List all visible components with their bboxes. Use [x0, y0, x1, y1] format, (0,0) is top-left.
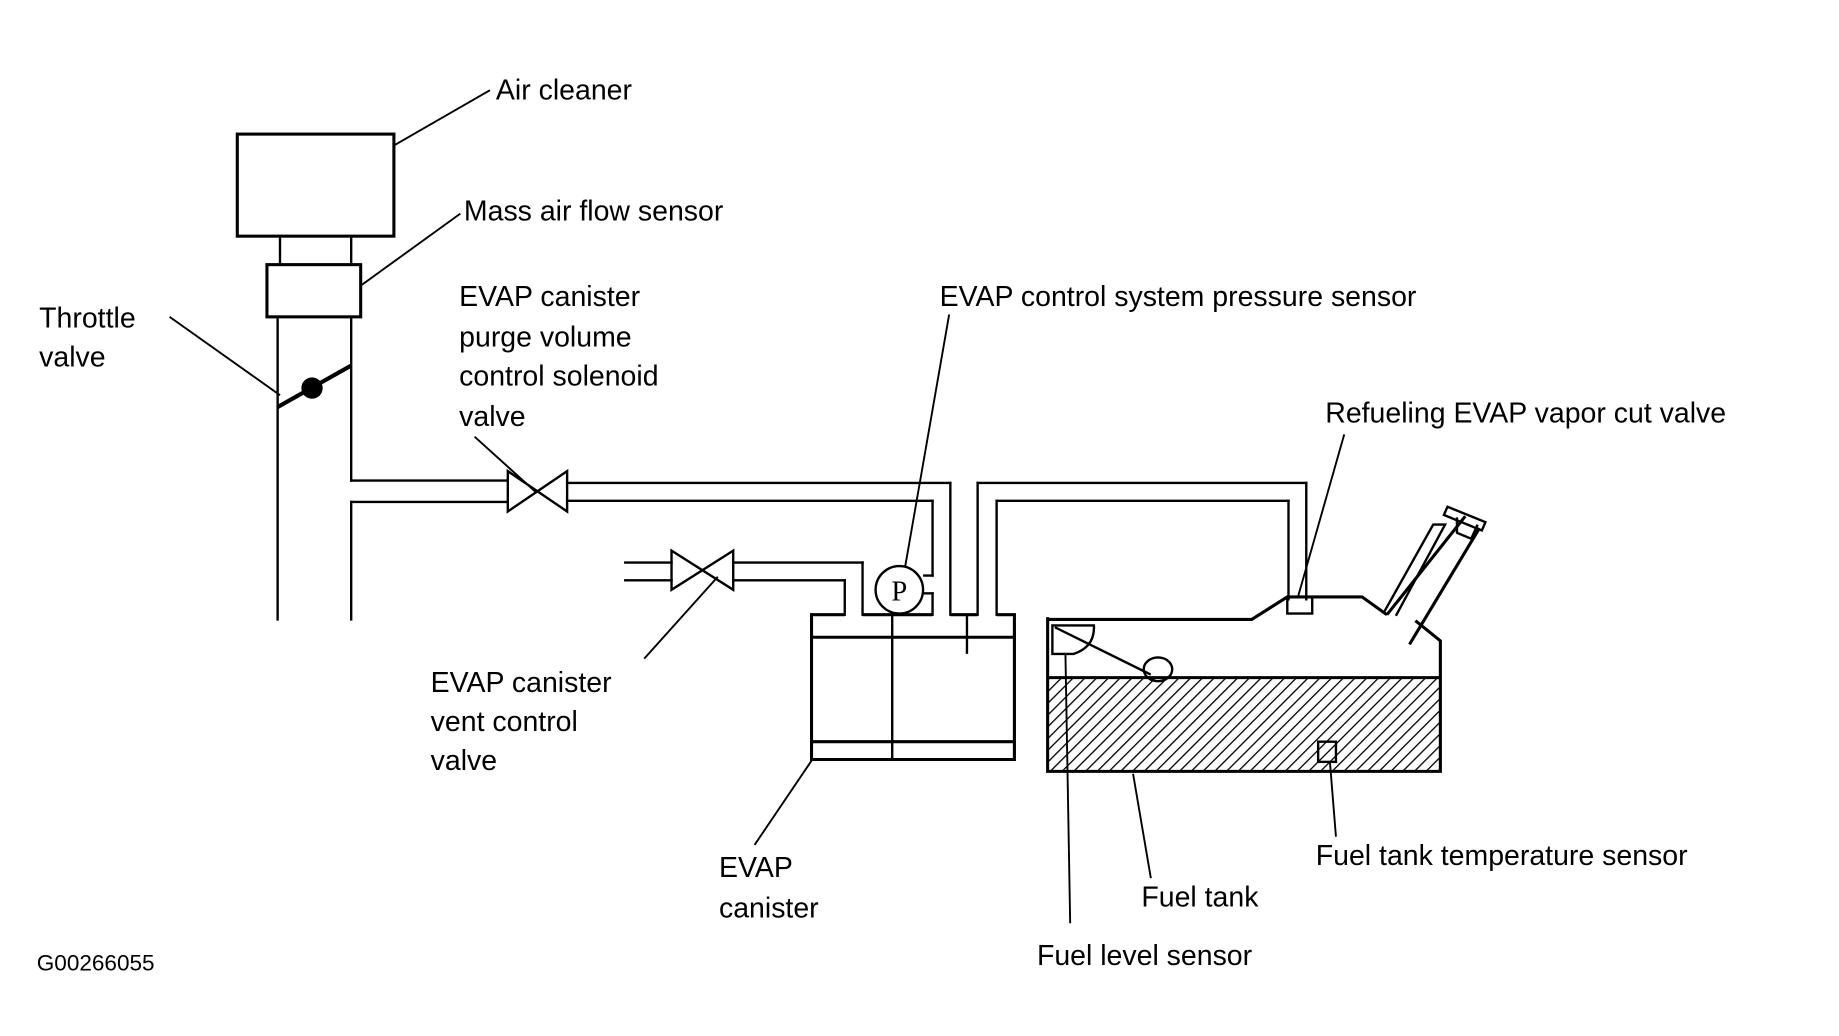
vent-valve-leader	[643, 576, 719, 660]
mass-air-flow-sensor	[265, 212, 461, 319]
air-cleaner-leader	[394, 89, 491, 146]
label-fuel-tank-temp-sensor: Fuel tank temperature sensor	[1316, 840, 1688, 872]
fuel-tank-leader	[1132, 773, 1152, 879]
fuel-tank	[1046, 595, 1442, 879]
label-refueling-cut-valve: Refueling EVAP vapor cut valve	[1325, 397, 1726, 429]
purge-valve-leader	[473, 436, 537, 494]
label-air-cleaner: Air cleaner	[496, 75, 632, 107]
label-vent-valve-line1: EVAP canister	[431, 667, 612, 699]
purge-line	[350, 479, 952, 616]
label-evap-canister-line2: canister	[719, 892, 819, 924]
fuel-tank-temperature-sensor	[1316, 740, 1338, 837]
label-throttle-valve-line2: valve	[39, 342, 105, 374]
label-vent-valve-line2: vent control	[431, 706, 578, 738]
pressure-sensor-leader	[904, 314, 951, 567]
vapor-line-to-tank	[976, 481, 1308, 616]
temp-sensor-leader	[1329, 762, 1337, 837]
purge-volume-control-solenoid-valve	[473, 436, 569, 514]
label-purge-valve-line4: valve	[459, 401, 525, 433]
label-fuel-level-sensor: Fuel level sensor	[1037, 940, 1252, 972]
label-pressure-sensor: EVAP control system pressure sensor	[940, 281, 1417, 313]
intake-duct-upper	[278, 234, 353, 266]
throttle-valve	[169, 316, 353, 409]
label-purge-valve-line1: EVAP canister	[459, 281, 640, 313]
label-throttle-valve-line1: Throttle	[39, 303, 136, 335]
filler-neck	[1382, 505, 1488, 646]
maf-leader	[361, 212, 461, 286]
pressure-sensor: P	[874, 314, 951, 616]
evap-canister	[753, 613, 1016, 846]
pressure-sensor-symbol: P	[891, 576, 907, 607]
fuel-level-sensor	[1051, 624, 1174, 924]
refueling-evap-vapor-cut-valve	[1286, 434, 1346, 615]
throttle-body	[276, 315, 353, 621]
air-cleaner	[235, 89, 491, 238]
fuel-level-leader	[1064, 653, 1072, 924]
canister-leader	[753, 760, 813, 846]
throttle-leader	[169, 316, 281, 396]
label-vent-valve-line3: valve	[431, 745, 497, 777]
label-purge-valve-line2: purge volume	[459, 322, 631, 354]
label-mass-air-flow-sensor: Mass air flow sensor	[464, 196, 723, 228]
label-purge-valve-line3: control solenoid	[459, 361, 658, 393]
label-fuel-tank: Fuel tank	[1141, 882, 1259, 914]
figure-code: G00266055	[37, 951, 155, 976]
vent-control-valve	[643, 548, 735, 660]
cut-valve-leader	[1297, 434, 1346, 598]
label-evap-canister-line1: EVAP	[719, 852, 793, 884]
vent-line	[624, 561, 864, 616]
